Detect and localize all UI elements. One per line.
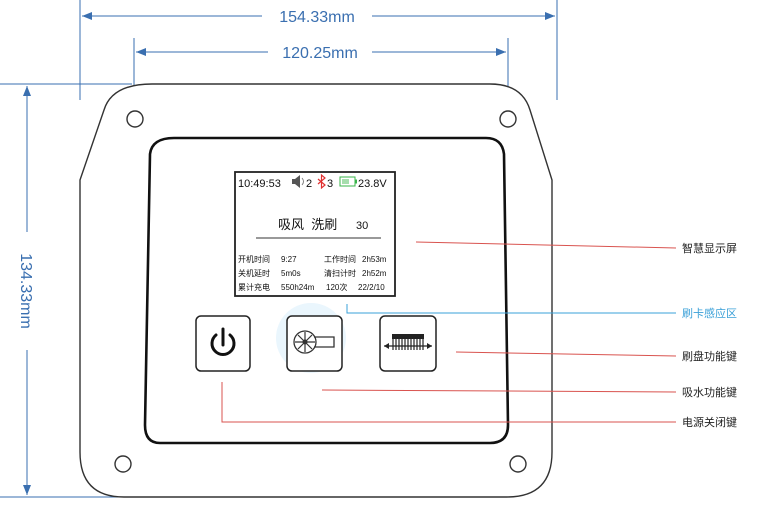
mode-text: 吸风 洗刷 [278, 217, 337, 232]
row2-value-left: 5m0s [281, 269, 301, 278]
row3-label-right: 120次 [326, 282, 347, 292]
mount-hole-bottom-right [509, 455, 527, 473]
row3-value-right: 22/2/10 [358, 283, 385, 292]
brush-icon [384, 334, 432, 350]
callout-suction-key: 吸水功能键 [682, 385, 737, 399]
callout-line-power-key [221, 382, 676, 423]
suction-button[interactable] [286, 315, 343, 372]
row3-value-left: 550h24m [281, 283, 315, 292]
volume-value: 2 [306, 178, 312, 190]
bt-value: 3 [327, 178, 333, 190]
callout-display: 智慧显示屏 [682, 241, 737, 255]
outer-width-label: 154.33mm [279, 9, 355, 26]
mount-hole-top-left [126, 110, 144, 128]
callout-line-display [415, 241, 677, 249]
callout-line-brush-key [455, 351, 677, 357]
row1-label-right: 工作时间 [324, 254, 356, 264]
callout-line-card-area [346, 304, 676, 314]
row3-label-left: 累计充电 [238, 282, 270, 292]
bluetooth-icon [317, 173, 326, 190]
callout-brush-key: 刷盘功能键 [682, 349, 737, 363]
dimension-inner-width: 120.25mm [133, 38, 509, 120]
mount-hole-top-right [499, 110, 517, 128]
row1-label-left: 开机时间 [238, 254, 270, 264]
row2-label-left: 关机延时 [238, 268, 270, 278]
row1-value-right: 2h53m [362, 255, 387, 264]
row2-label-right: 清扫计时 [324, 268, 356, 278]
status-time: 10:49:53 [238, 178, 281, 190]
brush-button[interactable] [379, 315, 437, 372]
dimension-outer-width: 154.33mm [79, 0, 558, 100]
callout-card-area: 刷卡感应区 [682, 306, 737, 320]
battery-voltage: 23.8V [358, 178, 387, 190]
callout-line-suction-key [321, 389, 677, 393]
mount-hole-bottom-left [114, 455, 132, 473]
mode-value: 30 [356, 220, 368, 232]
battery-icon [339, 176, 357, 187]
dimension-height: 134.33mm [0, 83, 132, 498]
row1-value-left: 9:27 [281, 255, 297, 264]
height-label: 134.33mm [17, 253, 34, 329]
row2-value-right: 2h52m [362, 269, 387, 278]
callout-power-key: 电源关闭键 [682, 415, 737, 429]
speaker-icon [292, 175, 304, 188]
power-button[interactable] [195, 315, 251, 372]
lcd-screen: 10:49:53 2 3 23.8V 吸风 洗刷 30 开机时间 9:27 工作… [234, 171, 396, 297]
fan-icon [293, 330, 335, 354]
power-icon [210, 327, 236, 356]
inner-width-label: 120.25mm [282, 45, 358, 62]
